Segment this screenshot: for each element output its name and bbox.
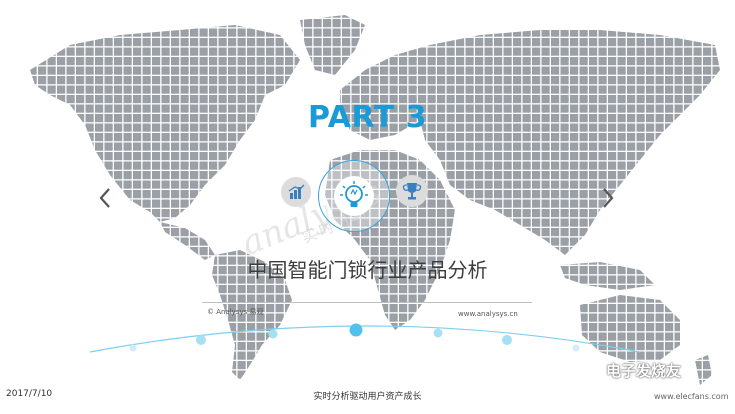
section-title: 中国智能门锁行业产品分析: [247, 258, 488, 282]
bar-chart-icon: [281, 177, 311, 207]
timeline-dot: [502, 335, 512, 345]
corner-watermark: 电子发烧友: [606, 362, 682, 380]
footer-date: 2017/7/10: [6, 389, 53, 399]
timeline-dot: [196, 335, 206, 345]
lightbulb-icon[interactable]: [334, 176, 374, 216]
corner-watermark-url: www.elecfans.com: [654, 392, 729, 401]
timeline-dot: [433, 328, 443, 338]
divider: [202, 302, 532, 303]
chevron-left-icon: [99, 188, 110, 208]
timeline-dot: [572, 344, 580, 352]
part-title: PART 3: [308, 100, 427, 135]
site-url[interactable]: www.analysys.cn: [458, 310, 518, 318]
trophy-icon: [396, 175, 428, 207]
analysys-logo: © Analysys 易观: [207, 308, 264, 316]
timeline-dot: [129, 344, 137, 352]
footer-slogan: 实时分析驱动用户资产成长: [313, 392, 422, 402]
next-slide-button[interactable]: [597, 183, 619, 213]
timeline-dot: [268, 329, 278, 339]
chevron-right-icon: [603, 188, 614, 208]
timeline-arc: [89, 325, 641, 353]
timeline-dot-active: [349, 323, 363, 337]
prev-slide-button[interactable]: [94, 183, 116, 213]
